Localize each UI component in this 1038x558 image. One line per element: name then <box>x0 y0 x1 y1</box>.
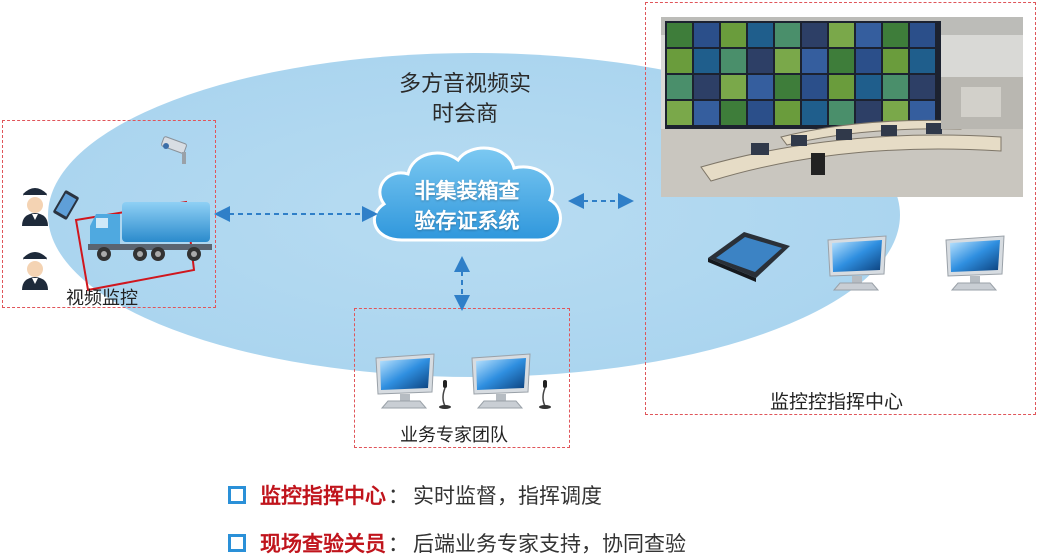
video-wall-tile <box>883 75 908 99</box>
video-wall-tile <box>667 23 692 47</box>
video-wall-tile <box>910 75 935 99</box>
video-wall-tile <box>667 75 692 99</box>
cloud-icon <box>372 146 562 242</box>
video-wall-tile <box>721 75 746 99</box>
video-wall-tile <box>748 23 773 47</box>
video-wall-tile <box>694 101 719 125</box>
video-wall-tile <box>748 75 773 99</box>
video-wall-tile <box>829 23 854 47</box>
bullet-onsite-inspector: 现场查验关员 ： 后端业务专家支持，协同查验 <box>228 528 686 558</box>
bullet-square-icon <box>228 486 246 504</box>
video-wall-tile <box>910 49 935 73</box>
security-camera-icon <box>161 136 187 164</box>
bullet-description: 实时监督，指挥调度 <box>413 484 602 508</box>
video-wall-tile <box>802 75 827 99</box>
video-wall-tile <box>775 101 800 125</box>
video-wall-tile <box>856 101 881 125</box>
video-wall-tile <box>694 75 719 99</box>
meeting-label: 多方音视频实 时会商 <box>385 70 545 130</box>
video-wall-tile <box>775 75 800 99</box>
bullet-colon: ： <box>388 484 409 508</box>
command-center-label: 监控控指挥中心 <box>770 391 904 413</box>
cloud-system-label: 非集装箱查 验存证系统 <box>382 176 552 236</box>
bullet-colon: ： <box>388 532 409 556</box>
video-wall-tile <box>748 49 773 73</box>
video-wall-tile <box>856 75 881 99</box>
video-wall-tile <box>829 75 854 99</box>
command-center-group <box>645 2 1036 415</box>
video-wall-tile <box>910 23 935 47</box>
meeting-label-line1: 多方音视频实 <box>398 72 531 97</box>
tablet-icon <box>53 190 79 220</box>
video-wall-tile <box>694 23 719 47</box>
microphone-icon <box>539 380 551 409</box>
video-wall-tile <box>775 49 800 73</box>
video-wall-tile <box>883 23 908 47</box>
video-wall-tile <box>721 49 746 73</box>
video-wall-tile <box>721 23 746 47</box>
video-wall-tile <box>667 101 692 125</box>
meeting-label-line2: 时会商 <box>431 102 498 127</box>
video-wall-tile <box>802 23 827 47</box>
video-wall-tile <box>667 49 692 73</box>
police-officer-icon <box>22 252 48 290</box>
video-wall-tile <box>775 23 800 47</box>
video-wall-tile <box>829 101 854 125</box>
video-wall-tile <box>829 49 854 73</box>
touchpanel-icon <box>708 232 790 282</box>
cloud-line1: 非集装箱查 <box>414 179 520 203</box>
expert-team-label: 业务专家团队 <box>400 425 508 446</box>
video-wall-tile <box>802 101 827 125</box>
bullet-command-center: 监控指挥中心 ： 实时监督，指挥调度 <box>228 480 602 510</box>
police-officer-icon <box>22 188 48 226</box>
bullet-description: 后端业务专家支持，协同查验 <box>413 532 686 556</box>
video-wall-tile <box>883 49 908 73</box>
cloud-line2: 验存证系统 <box>414 209 520 233</box>
video-wall-tile <box>694 49 719 73</box>
monitor-icon <box>471 353 531 409</box>
video-wall-tile <box>856 49 881 73</box>
microphone-icon <box>439 380 451 409</box>
video-wall-tile <box>721 101 746 125</box>
monitor-icon <box>945 235 1005 291</box>
control-room-photo <box>661 17 1023 197</box>
bullet-title: 监控指挥中心 <box>260 484 386 508</box>
video-monitoring-label: 视频监控 <box>66 288 138 309</box>
monitor-icon <box>375 353 435 409</box>
bullet-title: 现场查验关员 <box>260 532 386 556</box>
video-wall-tile <box>802 49 827 73</box>
bullet-square-icon <box>228 534 246 552</box>
monitor-icon <box>827 235 887 291</box>
video-wall-tile <box>856 23 881 47</box>
video-wall-tile <box>748 101 773 125</box>
truck-icon <box>88 202 212 261</box>
